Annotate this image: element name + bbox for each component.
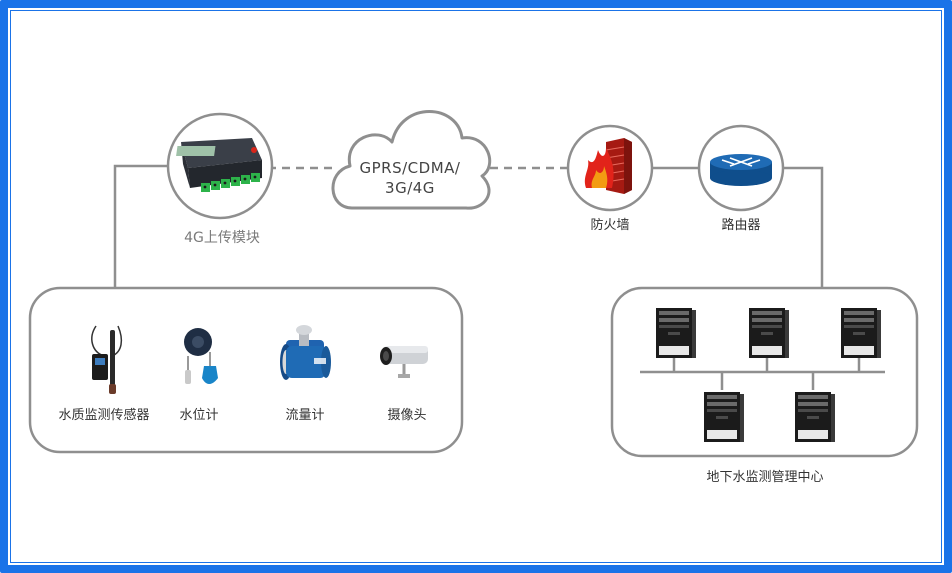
center-label: 地下水监测管理中心 bbox=[706, 470, 824, 485]
firewall-label: 防火墙 bbox=[590, 218, 630, 233]
server-tower-icon bbox=[656, 308, 696, 358]
water-quality-sensor-icon bbox=[91, 325, 123, 394]
module-label: 4G上传模块 bbox=[184, 230, 260, 246]
4g-module-icon bbox=[176, 138, 262, 192]
server-network-lines bbox=[640, 358, 885, 390]
flow-meter-icon bbox=[280, 325, 331, 380]
server-tower-icon bbox=[749, 308, 789, 358]
server-tower-icon bbox=[795, 392, 835, 442]
sensor-to-module-line bbox=[113, 164, 170, 290]
router-to-center-line bbox=[782, 166, 824, 290]
router-label: 路由器 bbox=[721, 218, 761, 233]
server-tower-icon bbox=[841, 308, 881, 358]
cloud-line-2: 3G/4G bbox=[385, 179, 435, 197]
router-icon bbox=[710, 154, 772, 186]
sensor-label-camera: 摄像头 bbox=[387, 408, 427, 423]
sensor-label-water-quality: 水质监测传感器 bbox=[58, 408, 150, 423]
camera-icon bbox=[380, 346, 428, 378]
water-level-gauge-icon bbox=[184, 328, 218, 384]
sensor-label-water-level: 水位计 bbox=[179, 408, 219, 423]
cloud-network-label: GPRS/CDMA/ 3G/4G bbox=[345, 158, 475, 198]
cloud-shape bbox=[331, 110, 492, 210]
sensor-label-flow-meter: 流量计 bbox=[285, 408, 325, 423]
cloud-line-1: GPRS/CDMA/ bbox=[359, 159, 461, 177]
firewall-icon bbox=[584, 138, 632, 194]
sensor-group-box bbox=[28, 286, 464, 454]
server-tower-icon bbox=[704, 392, 744, 442]
